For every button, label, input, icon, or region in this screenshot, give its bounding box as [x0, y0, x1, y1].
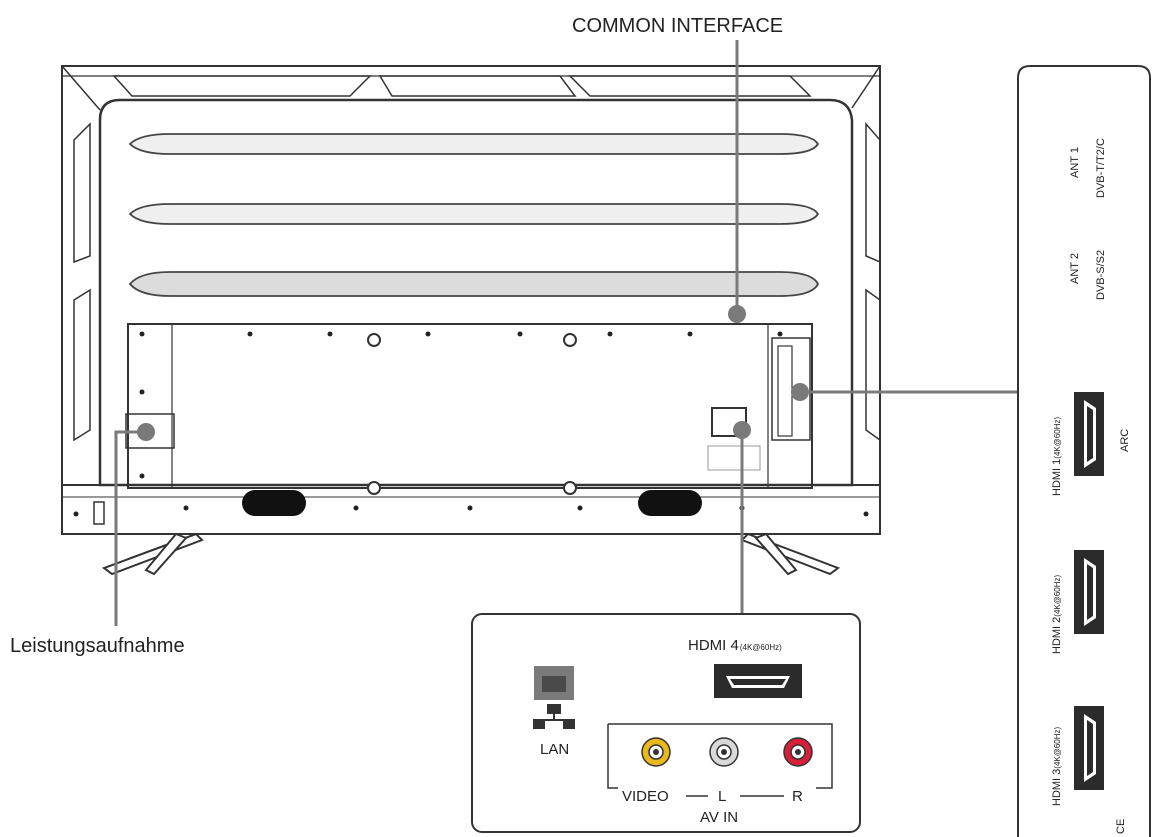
tv-ribs: [128, 133, 820, 297]
leader-dots: [137, 305, 809, 441]
audio-r-label: R: [792, 788, 803, 805]
rear-module: [125, 323, 813, 489]
arc-label: ARC: [1119, 429, 1131, 452]
audio-l-jack: [709, 737, 739, 767]
bottom-connector-panel: LAN HDMI 4(4K@60Hz) VIDEO L R AV IN: [471, 613, 861, 833]
ci-edge-label: CE: [1115, 819, 1127, 834]
common-interface-label: COMMON INTERFACE: [572, 15, 783, 37]
hdmi3-label: HDMI 3(4K@60Hz): [1051, 726, 1063, 806]
audio-l-label: L: [718, 788, 726, 805]
video-label: VIDEO: [622, 788, 669, 805]
side-connector-panel: ANT 1 DVB-T/T2/C ANT 2 DVB-S/S2 HDMI 1(4…: [1017, 65, 1151, 837]
tv-screws: [367, 333, 577, 495]
tv-stands: [101, 532, 841, 576]
ant2-standard-label: DVB-S/S2: [1095, 250, 1107, 300]
av-in-label: AV IN: [700, 809, 738, 826]
lan-label: LAN: [540, 741, 569, 758]
hdmi2-label: HDMI 2(4K@60Hz): [1051, 574, 1063, 654]
tv-speakers: [242, 490, 702, 516]
network-icon: [533, 704, 575, 729]
ant1-name-label: ANT 1: [1069, 147, 1081, 178]
power-label: Leistungsaufnahme: [10, 635, 185, 657]
hdmi1-label: HDMI 1(4K@60Hz): [1051, 416, 1063, 496]
tv-back-housing: [61, 65, 881, 535]
audio-r-jack: [783, 737, 813, 767]
hdmi4-label: HDMI 4(4K@60Hz): [688, 637, 782, 654]
ant1-standard-label: DVB-T/T2/C: [1095, 138, 1107, 198]
leader-lines: [114, 40, 1020, 626]
ant2-name-label: ANT 2: [1069, 253, 1081, 284]
video-jack: [641, 737, 671, 767]
